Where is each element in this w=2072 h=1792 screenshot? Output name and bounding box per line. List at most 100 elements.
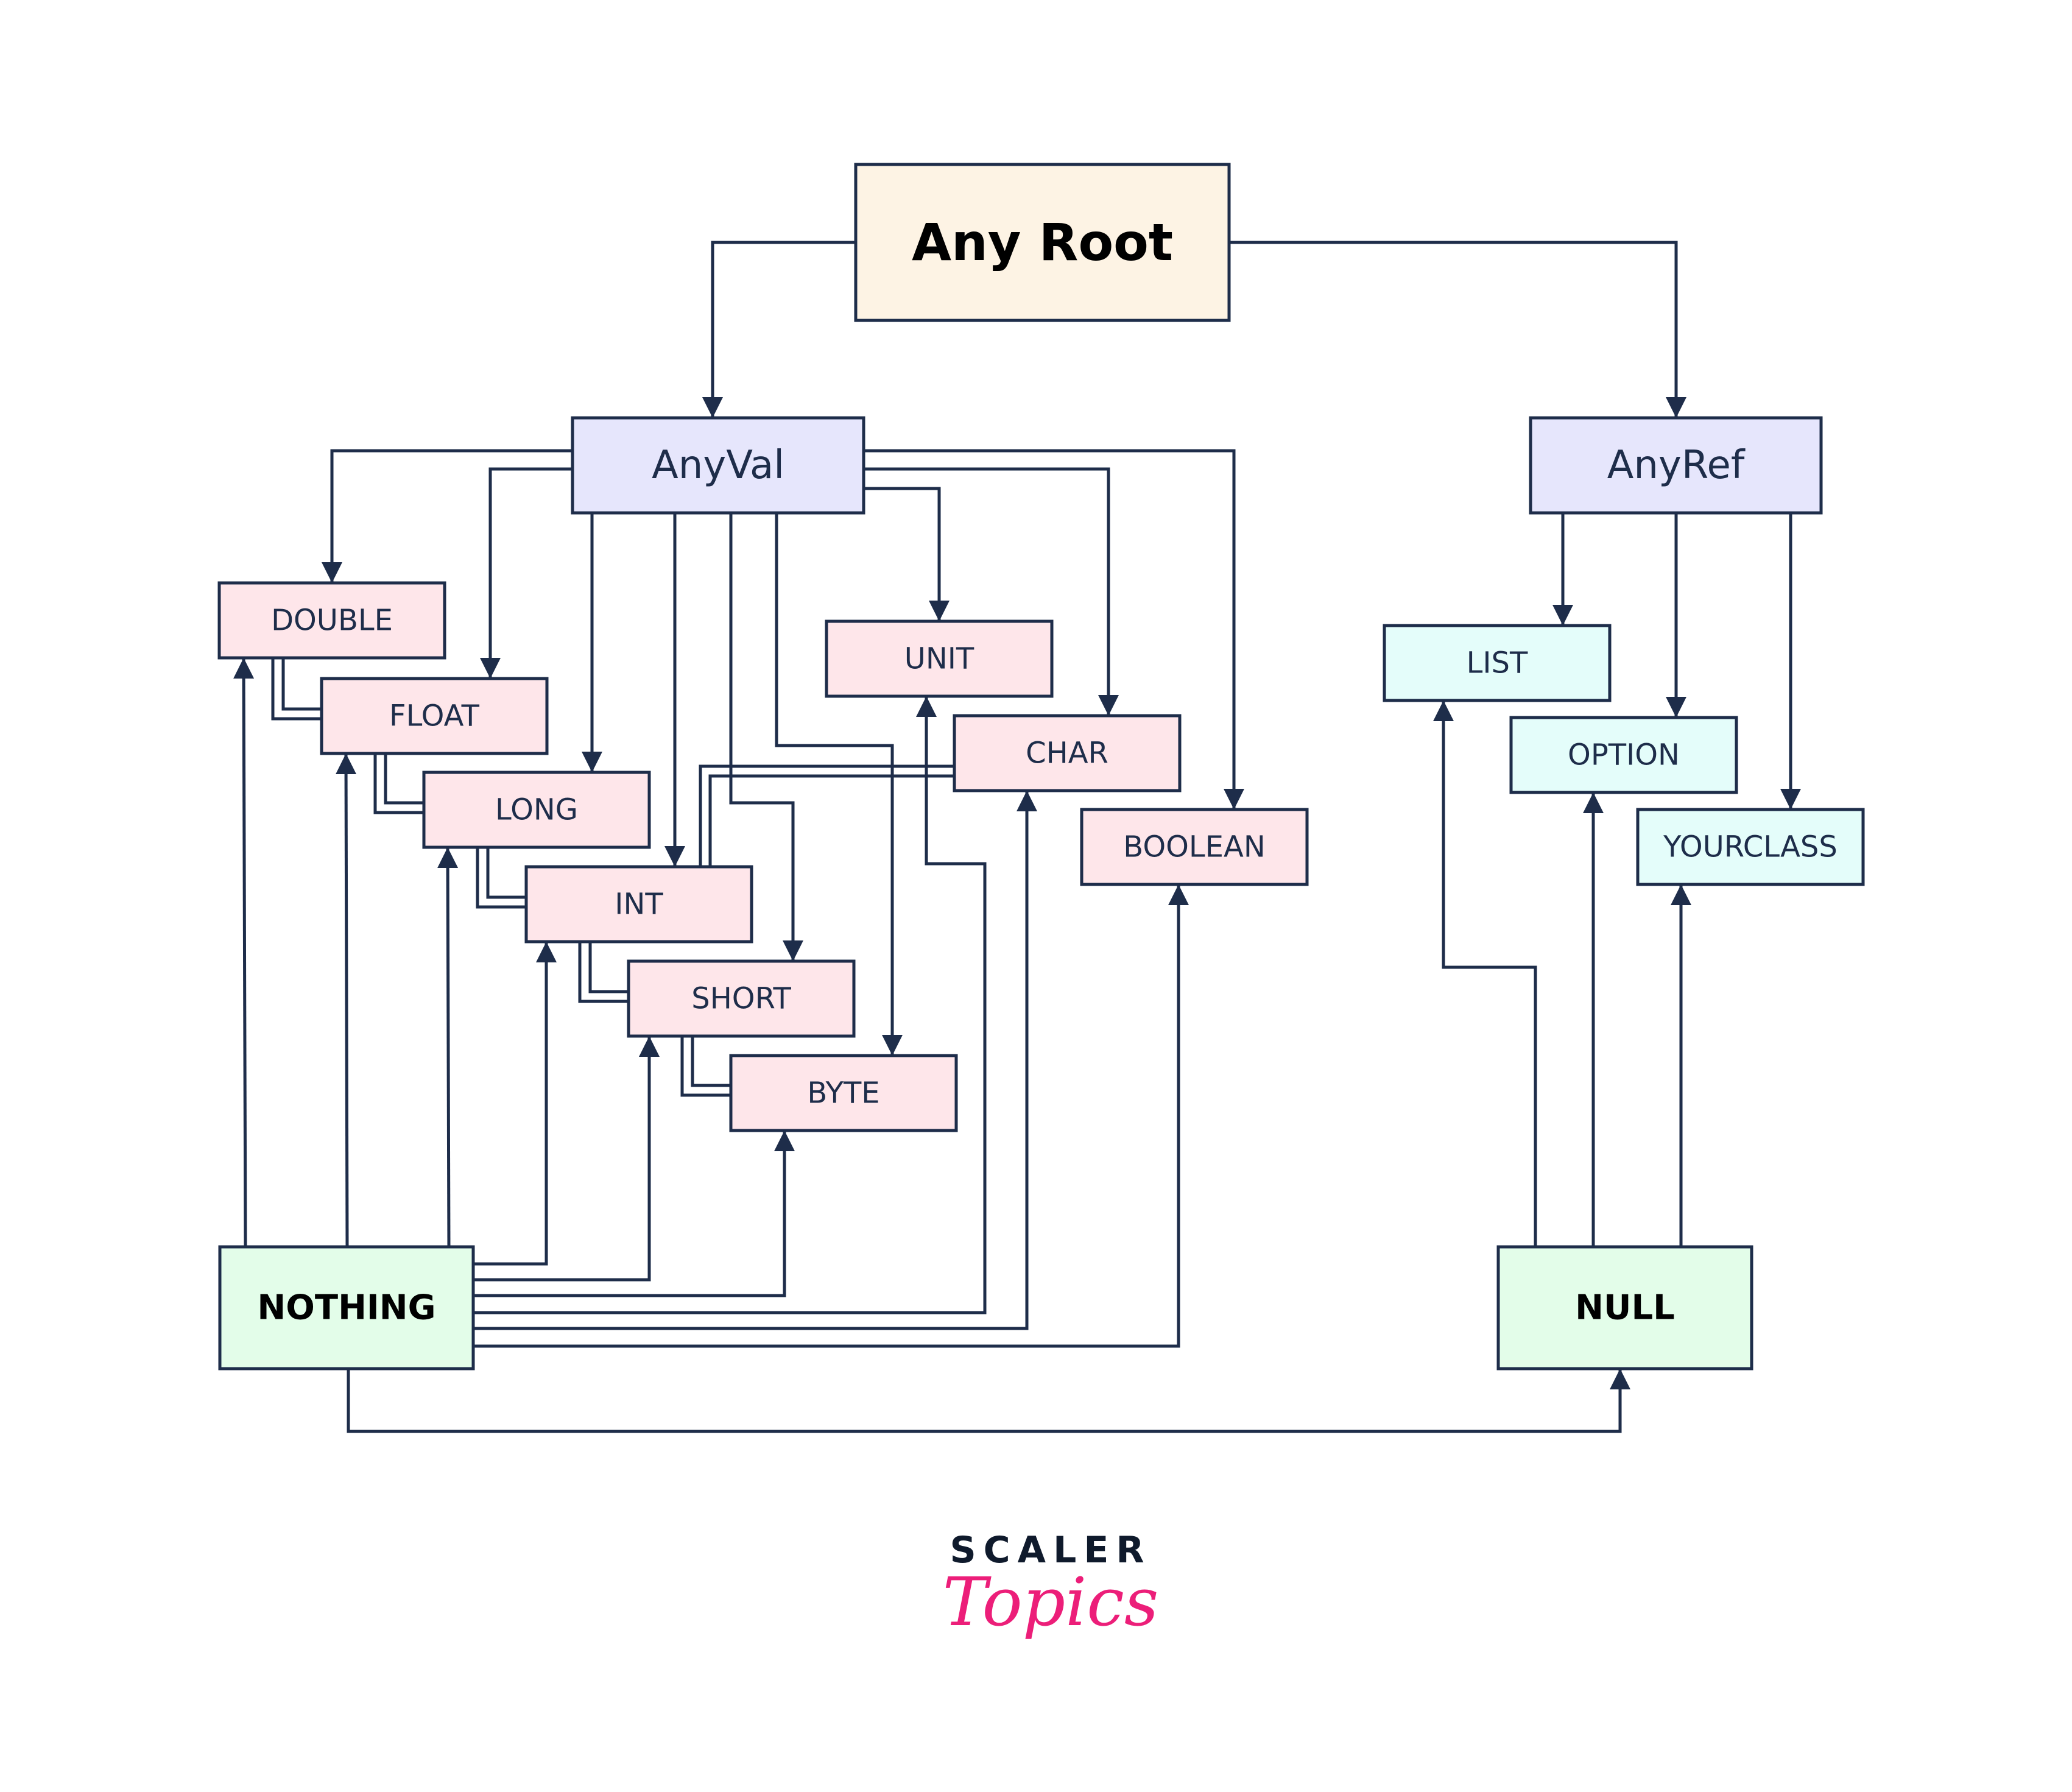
- edge-nothing-long: [446, 847, 451, 1247]
- node-int-box: [524, 865, 753, 944]
- node-anyroot-label: Any Root: [912, 213, 1173, 272]
- node-char-label: CHAR: [1026, 736, 1108, 771]
- conv-long-int-a: [476, 847, 526, 909]
- edge-anyval-float: [488, 467, 573, 679]
- edge-nothing-double-arrowhead-icon: [233, 658, 255, 679]
- edge-anyref-yourclass-arrowhead-icon: [1780, 789, 1801, 810]
- node-option-label: OPTION: [1568, 738, 1680, 772]
- conv-float-long-a: [373, 753, 424, 814]
- node-float-label: FLOAT: [389, 699, 480, 733]
- edge-nothing-byte-arrowhead-icon: [774, 1131, 795, 1151]
- node-byte-box: [729, 1054, 958, 1132]
- edge-nothing-boolean-arrowhead-icon: [1168, 884, 1189, 905]
- node-short-label: SHORT: [691, 982, 791, 1016]
- node-anyval-box: [571, 416, 865, 515]
- edge-anyref-list-arrowhead-icon: [1552, 605, 1573, 626]
- edge-nothing-int-arrowhead-icon: [536, 942, 557, 962]
- edge-anyval-int-arrowhead-icon: [664, 846, 685, 867]
- edge-anyval-unit: [864, 487, 941, 621]
- node-anyval: AnyVal: [571, 416, 865, 515]
- brand-scaler: SCALER: [950, 1529, 1152, 1572]
- edge-anyroot-anyref: [1229, 241, 1678, 418]
- node-null-label: NULL: [1575, 1288, 1675, 1328]
- edge-nothing-null: [347, 1369, 1622, 1433]
- node-char: CHAR: [953, 714, 1182, 792]
- edge-nothing-unit: [473, 696, 987, 1314]
- edge-nothing-byte: [473, 1131, 786, 1297]
- edge-anyref-option-arrowhead-icon: [1666, 697, 1686, 718]
- edge-anyval-byte: [775, 513, 894, 1056]
- conv-short-byte-a: [680, 1036, 731, 1097]
- node-null-box: [1496, 1245, 1753, 1370]
- node-list: LIST: [1383, 624, 1612, 702]
- edge-nothing-char: [473, 791, 1029, 1330]
- scaler-topics-logo: SCALER Topics: [914, 1529, 1188, 1641]
- node-anyref-box: [1529, 416, 1823, 515]
- conv-char-int-a: [699, 764, 954, 867]
- conv-long-int-b: [486, 847, 526, 899]
- edge-anyval-boolean-arrowhead-icon: [1224, 789, 1244, 810]
- node-double: DOUBLE: [217, 581, 446, 660]
- edge-null-yourclass-arrowhead-icon: [1671, 884, 1691, 905]
- node-long-label: LONG: [495, 793, 578, 827]
- conv-short-byte-b: [691, 1036, 731, 1087]
- node-unit: UNIT: [825, 619, 1054, 698]
- node-list-box: [1383, 624, 1612, 702]
- node-long: LONG: [422, 771, 651, 849]
- node-nothing-box: [218, 1245, 475, 1370]
- node-boolean-box: [1080, 808, 1309, 886]
- node-nothing: NOTHING: [218, 1245, 475, 1370]
- node-int-label: INT: [615, 887, 663, 922]
- edge-anyval-long-arrowhead-icon: [582, 752, 602, 772]
- edges-layer: [233, 241, 1801, 1433]
- node-boolean-label: BOOLEAN: [1123, 830, 1265, 864]
- node-option-box: [1509, 716, 1738, 794]
- edge-anyroot-anyref-arrowhead-icon: [1666, 397, 1686, 418]
- edge-nothing-char-arrowhead-icon: [1017, 791, 1037, 811]
- edge-nothing-boolean: [473, 884, 1180, 1348]
- edge-nothing-float-arrowhead-icon: [336, 753, 357, 775]
- node-yourclass-label: YOURCLASS: [1663, 830, 1838, 864]
- node-list-label: LIST: [1467, 646, 1528, 680]
- edge-anyval-double-arrowhead-icon: [322, 562, 342, 583]
- edge-nothing-short-arrowhead-icon: [639, 1036, 660, 1057]
- node-anyref: AnyRef: [1529, 416, 1823, 515]
- node-short: SHORT: [627, 959, 856, 1038]
- conv-int-short-b: [588, 942, 629, 993]
- node-char-box: [953, 714, 1182, 792]
- conv-double-float-a: [271, 658, 322, 721]
- edge-anyval-short-arrowhead-icon: [783, 940, 803, 961]
- node-boolean: BOOLEAN: [1080, 808, 1309, 886]
- edge-null-option-arrowhead-icon: [1583, 792, 1604, 813]
- edge-nothing-float: [344, 753, 349, 1247]
- edge-anyval-char-arrowhead-icon: [1098, 695, 1119, 716]
- edge-nothing-double: [242, 657, 247, 1247]
- edge-anyval-byte-arrowhead-icon: [882, 1035, 903, 1056]
- edge-nothing-short: [473, 1036, 651, 1282]
- edge-nothing-unit-arrowhead-icon: [916, 696, 937, 717]
- edge-nothing-long-arrowhead-icon: [437, 847, 459, 869]
- edge-anyval-short: [729, 513, 795, 961]
- conv-float-long-b: [384, 753, 424, 805]
- edge-anyval-double: [330, 449, 573, 583]
- node-double-label: DOUBLE: [271, 604, 393, 638]
- node-anyroot: Any Root: [854, 163, 1231, 322]
- node-long-box: [422, 771, 651, 849]
- node-byte-label: BYTE: [807, 1076, 879, 1110]
- conv-double-float-b: [281, 658, 322, 711]
- node-null: NULL: [1496, 1245, 1753, 1370]
- node-anyref-label: AnyRef: [1607, 443, 1746, 488]
- brand-topics: Topics: [942, 1563, 1159, 1641]
- node-short-box: [627, 959, 856, 1038]
- node-option: OPTION: [1509, 716, 1738, 794]
- edge-null-list-arrowhead-icon: [1433, 700, 1454, 721]
- node-yourclass-box: [1636, 808, 1865, 886]
- node-unit-label: UNIT: [904, 642, 974, 676]
- node-int: INT: [524, 865, 753, 944]
- edge-anyroot-anyval-arrowhead-icon: [702, 397, 723, 418]
- edge-anyroot-anyval: [711, 241, 856, 418]
- edge-nothing-null-arrowhead-icon: [1610, 1369, 1630, 1389]
- edge-anyval-float-arrowhead-icon: [480, 658, 501, 679]
